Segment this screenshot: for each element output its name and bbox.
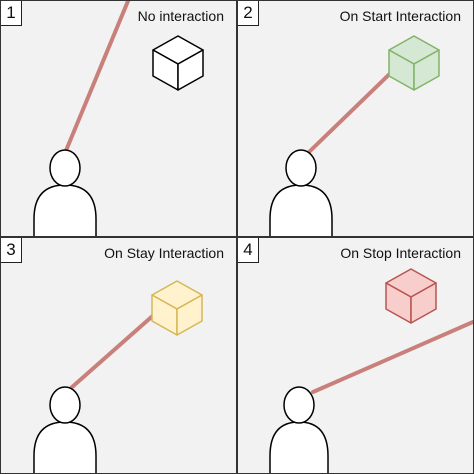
panel-number: 2 [238,1,259,26]
cube-icon [385,268,437,324]
panel-3-scene [33,280,203,473]
panel-4-scene [269,268,473,473]
ray-line [69,303,167,390]
panel-number: 3 [1,238,22,263]
ray-line [311,320,473,394]
panel-no-interaction: 1 No interaction [0,0,237,237]
person-icon [33,386,97,473]
ray-line [306,60,404,155]
panel-on-stay-interaction: 3 On Stay Interaction [0,237,237,474]
cube-icon [388,35,440,91]
panel-1-scene [33,1,204,236]
person-icon [33,149,97,236]
panel-title: On Start Interaction [339,8,461,24]
panel-on-stop-interaction: 4 On Stop Interaction [237,237,474,474]
panel-number: 1 [1,1,22,26]
panel-2-scene [269,35,440,236]
panel-title: On Stay Interaction [104,245,224,261]
cube-icon [151,280,203,336]
person-icon [269,386,329,473]
ray-line [63,1,130,155]
panel-title: No interaction [137,8,224,24]
panel-number: 4 [238,238,259,263]
person-icon [269,149,333,236]
panel-title: On Stop Interaction [340,245,461,261]
cube-icon [152,35,204,91]
panel-on-start-interaction: 2 On Start Interaction [237,0,474,237]
